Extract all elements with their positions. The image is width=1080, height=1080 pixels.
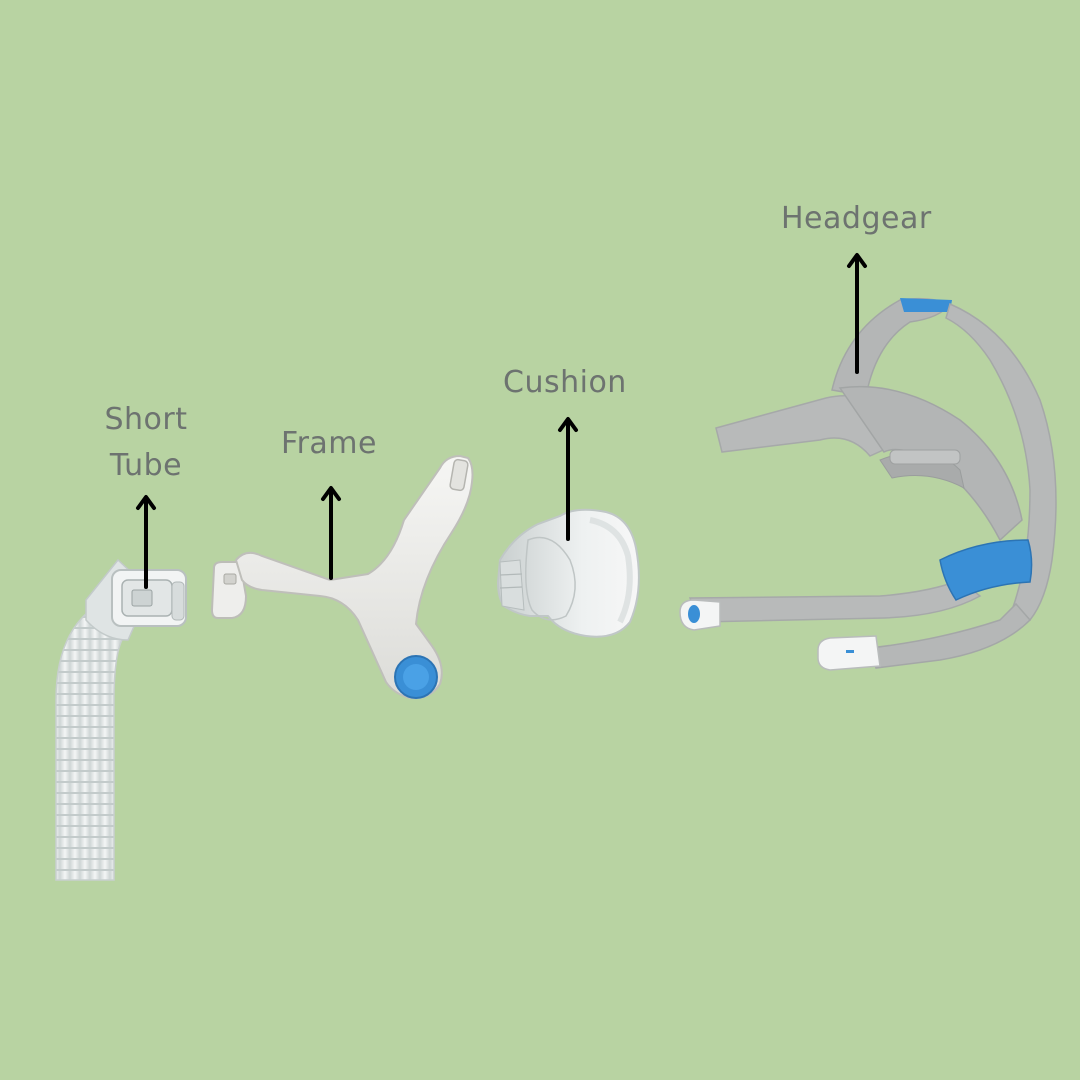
headgear-left-clip	[679, 599, 721, 631]
headgear-lower-strap	[688, 579, 982, 623]
headgear-back-panel	[939, 539, 1033, 601]
short-tube-part	[55, 558, 187, 881]
headgear-crown-tab	[900, 298, 952, 312]
frame-body	[234, 454, 474, 700]
cushion-part	[496, 508, 640, 638]
frame-part	[210, 454, 474, 700]
frame-label: Frame	[281, 426, 377, 461]
short-tube-label-line2: Tube	[109, 448, 183, 483]
headgear-label: Headgear	[781, 201, 932, 236]
headgear-part	[679, 297, 1057, 671]
headgear-upper-strap	[715, 395, 893, 457]
frame-left-clip	[210, 561, 248, 619]
short-tube-arrow	[136, 495, 156, 589]
cushion-arrow	[558, 417, 578, 541]
frame-arrow	[321, 486, 341, 580]
headgear-arrow	[847, 253, 867, 374]
short-tube-label: Short Tube	[96, 397, 196, 489]
cushion-shell	[496, 508, 640, 638]
cushion-label: Cushion	[503, 365, 627, 400]
short-tube-label-line1: Short	[104, 402, 188, 437]
